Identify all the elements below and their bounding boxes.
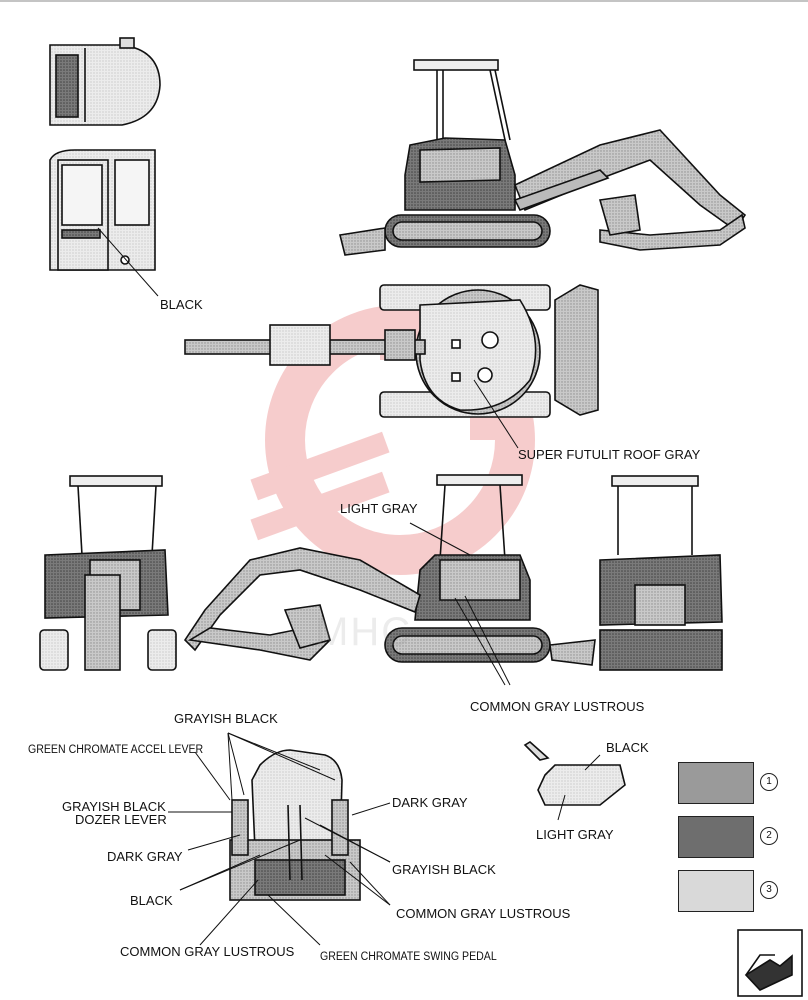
navigation-arrow-box <box>737 929 803 997</box>
label-green-chromate-swing: GREEN CHROMATE SWING PEDAL <box>320 951 497 963</box>
label-common-gray-lustrous-main: COMMON GRAY LUSTROUS <box>470 699 645 714</box>
cab-side-view <box>49 149 159 297</box>
label-grayish-black-right: GRAYISH BLACK <box>392 862 496 877</box>
label-dark-gray-right: DARK GRAY <box>392 795 468 810</box>
label-black-cab: BLACK <box>160 297 203 312</box>
operator-station <box>168 732 391 946</box>
label-grayish-black-dozer-2: DOZER LEVER <box>75 812 167 827</box>
label-light-gray-tank: LIGHT GRAY <box>536 827 614 842</box>
excavator-top-view <box>184 284 599 449</box>
label-grayish-black-top: GRAYISH BLACK <box>174 711 278 726</box>
label-common-gray-lustrous-seat-right: COMMON GRAY LUSTROUS <box>396 906 571 921</box>
legend-number-1: 1 <box>760 773 778 791</box>
legend-swatch-1 <box>678 762 754 804</box>
label-super-futulit: SUPER FUTULIT ROOF GRAY <box>518 447 701 462</box>
legend-swatch-3 <box>678 870 754 912</box>
label-light-gray-canopy: LIGHT GRAY <box>340 501 418 516</box>
label-black-tank: BLACK <box>606 740 649 755</box>
excavator-side-view-center <box>183 474 596 686</box>
excavator-side-view-top <box>339 59 747 256</box>
label-green-chromate-accel: GREEN CHROMATE ACCEL LEVER <box>28 744 204 756</box>
excavator-front-view-right <box>599 475 723 671</box>
label-dark-gray-left: DARK GRAY <box>107 849 183 864</box>
label-grayish-black-dozer-1: GRAYISH BLACK <box>62 799 166 814</box>
legend-number-2: 2 <box>760 827 778 845</box>
label-common-gray-lustrous-seat-left: COMMON GRAY LUSTROUS <box>120 944 295 959</box>
excavator-rear-view-left <box>39 475 177 671</box>
fuel-tank <box>523 741 626 821</box>
label-black-seat: BLACK <box>130 893 173 908</box>
cab-top-view <box>49 37 161 126</box>
legend-swatch-2 <box>678 816 754 858</box>
legend-number-3: 3 <box>760 881 778 899</box>
watermark-text: MHC <box>315 610 413 654</box>
